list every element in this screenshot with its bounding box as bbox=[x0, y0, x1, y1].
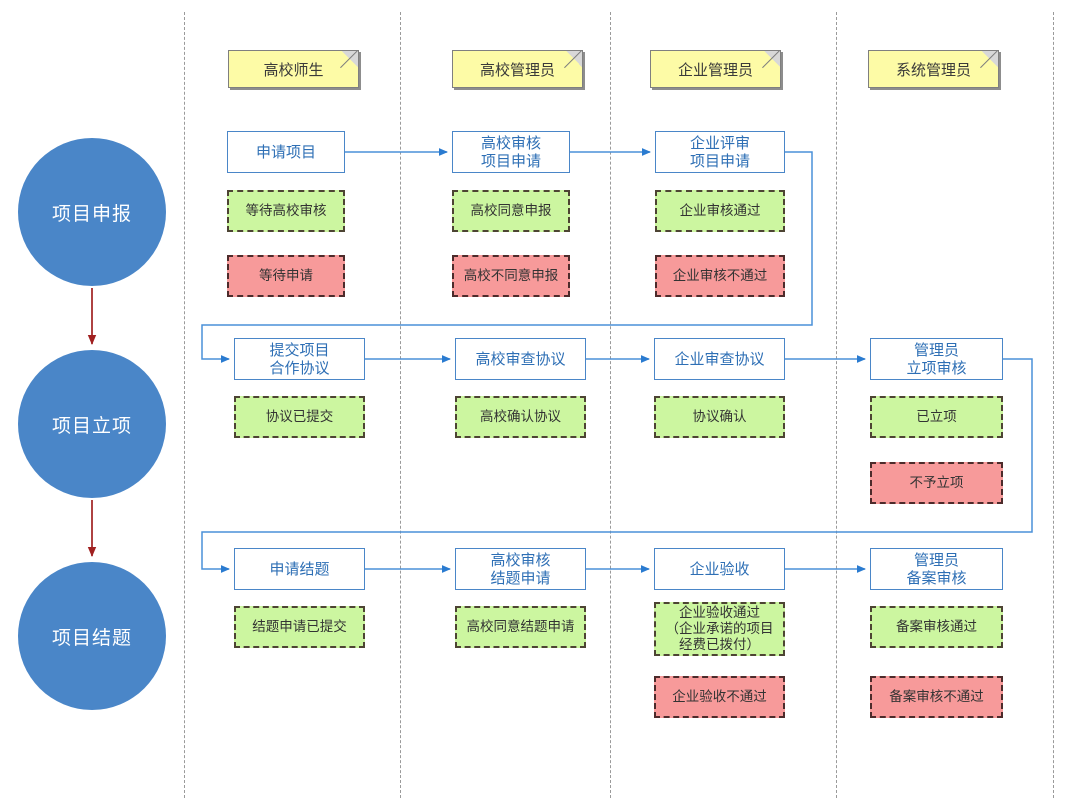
lane-separator-2 bbox=[400, 12, 401, 798]
state-node-r3-c2-1[interactable]: 高校同意结题申请 bbox=[455, 606, 586, 648]
lane-header-2[interactable]: 高校管理员 bbox=[452, 50, 583, 88]
lane-separator-1 bbox=[184, 12, 185, 798]
process-node-r3-c4[interactable]: 管理员备案审核 bbox=[870, 548, 1003, 590]
process-node-r2-c2[interactable]: 高校审查协议 bbox=[455, 338, 586, 380]
state-node-r1-c1-2[interactable]: 等待申请 bbox=[227, 255, 345, 297]
process-node-r2-c4[interactable]: 管理员立项审核 bbox=[870, 338, 1003, 380]
state-node-r1-c3-2[interactable]: 企业审核不通过 bbox=[655, 255, 785, 297]
state-node-r2-c3-1[interactable]: 协议确认 bbox=[654, 396, 785, 438]
state-node-r2-c4-1[interactable]: 已立项 bbox=[870, 396, 1003, 438]
page-fold-icon bbox=[764, 50, 781, 67]
state-node-r3-c1-1[interactable]: 结题申请已提交 bbox=[234, 606, 365, 648]
lane-header-label: 系统管理员 bbox=[895, 60, 971, 79]
lane-separator-5 bbox=[1053, 12, 1054, 798]
state-node-r3-c3-1[interactable]: 企业验收通过（企业承诺的项目经费已拨付） bbox=[654, 602, 785, 656]
process-node-r1-c1[interactable]: 申请项目 bbox=[227, 131, 345, 173]
state-node-r2-c4-2[interactable]: 不予立项 bbox=[870, 462, 1003, 504]
state-node-r2-c2-1[interactable]: 高校确认协议 bbox=[455, 396, 586, 438]
process-node-r2-c1[interactable]: 提交项目合作协议 bbox=[234, 338, 365, 380]
lane-header-3[interactable]: 企业管理员 bbox=[650, 50, 781, 88]
lane-separator-3 bbox=[610, 12, 611, 798]
process-node-r3-c3[interactable]: 企业验收 bbox=[654, 548, 785, 590]
phase-circle-1[interactable]: 项目申报 bbox=[18, 138, 166, 286]
lane-header-1[interactable]: 高校师生 bbox=[228, 50, 359, 88]
state-node-r1-c1-1[interactable]: 等待高校审核 bbox=[227, 190, 345, 232]
state-node-r2-c1-1[interactable]: 协议已提交 bbox=[234, 396, 365, 438]
process-node-r2-c3[interactable]: 企业审查协议 bbox=[654, 338, 785, 380]
lane-header-4[interactable]: 系统管理员 bbox=[868, 50, 999, 88]
process-node-r1-c3[interactable]: 企业评审项目申请 bbox=[655, 131, 785, 173]
state-node-r3-c3-2[interactable]: 企业验收不通过 bbox=[654, 676, 785, 718]
process-node-r1-c2[interactable]: 高校审核项目申请 bbox=[452, 131, 570, 173]
process-node-r3-c2[interactable]: 高校审核结题申请 bbox=[455, 548, 586, 590]
lane-separator-4 bbox=[836, 12, 837, 798]
lane-header-label: 企业管理员 bbox=[677, 60, 753, 79]
lane-header-label: 高校师生 bbox=[263, 60, 324, 79]
lane-header-label: 高校管理员 bbox=[479, 60, 555, 79]
state-node-r3-c4-2[interactable]: 备案审核不通过 bbox=[870, 676, 1003, 718]
state-node-r1-c2-2[interactable]: 高校不同意申报 bbox=[452, 255, 570, 297]
state-node-r1-c3-1[interactable]: 企业审核通过 bbox=[655, 190, 785, 232]
page-fold-icon bbox=[342, 50, 359, 67]
page-fold-icon bbox=[982, 50, 999, 67]
connectors-straight bbox=[345, 148, 866, 573]
phase-circle-2[interactable]: 项目立项 bbox=[18, 350, 166, 498]
state-node-r3-c4-1[interactable]: 备案审核通过 bbox=[870, 606, 1003, 648]
process-node-r3-c1[interactable]: 申请结题 bbox=[234, 548, 365, 590]
state-node-r1-c2-1[interactable]: 高校同意申报 bbox=[452, 190, 570, 232]
phase-circle-3[interactable]: 项目结题 bbox=[18, 562, 166, 710]
page-fold-icon bbox=[566, 50, 583, 67]
